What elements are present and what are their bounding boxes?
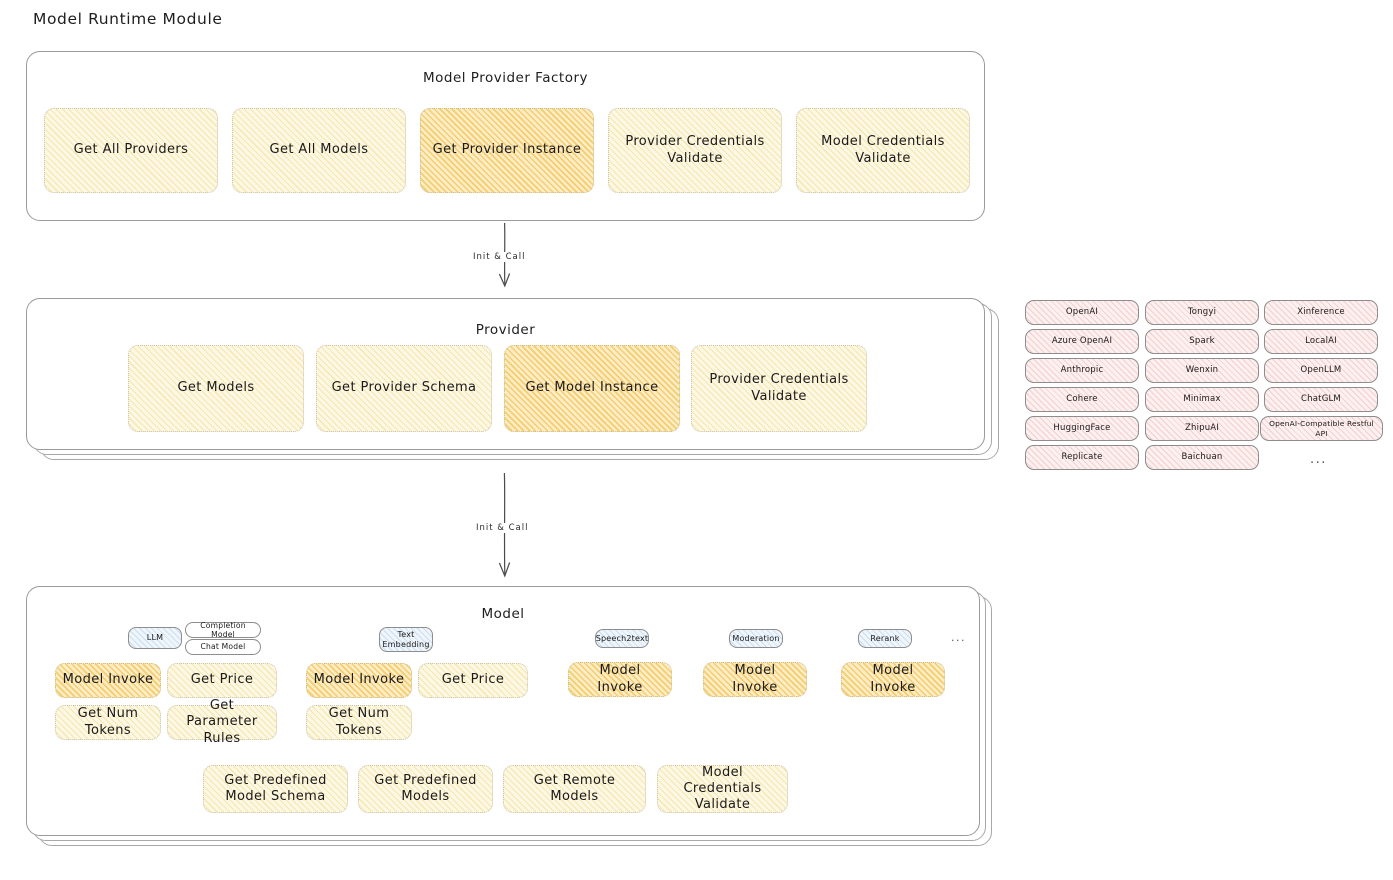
provider-chip-azure-openai[interactable]: Azure OpenAI: [1025, 329, 1139, 354]
model-op-moderation-model-invoke[interactable]: Model Invoke: [703, 662, 807, 697]
provider-chip-baichuan[interactable]: Baichuan: [1145, 445, 1259, 470]
provider-chip-zhipuai[interactable]: ZhipuAI: [1145, 416, 1259, 441]
model-op-embedding-get-price[interactable]: Get Price: [418, 663, 528, 698]
provider-chip-openllm[interactable]: OpenLLM: [1264, 358, 1378, 383]
model-type-badge-text-embedding[interactable]: Text Embedding: [379, 627, 433, 652]
model-op-embedding-model-invoke[interactable]: Model Invoke: [306, 663, 412, 698]
provider-box-get-model-instance[interactable]: Get Model Instance: [504, 345, 680, 432]
model-op-embedding-get-num-tokens[interactable]: Get Num Tokens: [306, 705, 412, 740]
arrow-provider-to-model: [498, 472, 511, 578]
model-op-llm-get-num-tokens[interactable]: Get Num Tokens: [55, 705, 161, 740]
provider-chip-openai-compatible-restful-api[interactable]: OpenAI-Compatible Restful API: [1260, 416, 1383, 441]
model-common-op-model-credentials-validate[interactable]: Model Credentials Validate: [657, 765, 788, 813]
provider-box-provider-credentials-validate[interactable]: Provider Credentials Validate: [691, 345, 867, 432]
factory-box-model-credentials-validate[interactable]: Model Credentials Validate: [796, 108, 970, 193]
provider-chip-tongyi[interactable]: Tongyi: [1145, 300, 1259, 325]
model-common-op-get-predefined-models[interactable]: Get Predefined Models: [358, 765, 493, 813]
model-type-badge-moderation[interactable]: Moderation: [729, 629, 783, 648]
model-op-speech2text-model-invoke[interactable]: Model Invoke: [568, 662, 672, 697]
provider-chip-spark[interactable]: Spark: [1145, 329, 1259, 354]
provider-chip-huggingface[interactable]: HuggingFace: [1025, 416, 1139, 441]
model-type-badge-speech2text[interactable]: Speech2text: [595, 629, 649, 648]
provider-chip-chatglm[interactable]: ChatGLM: [1264, 387, 1378, 412]
model-subbadge-completion-model[interactable]: Completion Model: [185, 621, 261, 639]
model-op-rerank-model-invoke[interactable]: Model Invoke: [841, 662, 945, 697]
factory-box-provider-credentials-validate[interactable]: Provider Credentials Validate: [608, 108, 782, 193]
provider-box-get-models[interactable]: Get Models: [128, 345, 304, 432]
model-op-llm-get-parameter-rules[interactable]: Get Parameter Rules: [167, 698, 277, 746]
factory-box-get-all-models[interactable]: Get All Models: [232, 108, 406, 193]
provider-chip-anthropic[interactable]: Anthropic: [1025, 358, 1139, 383]
factory-box-get-provider-instance[interactable]: Get Provider Instance: [420, 108, 594, 193]
provider-box-get-provider-schema[interactable]: Get Provider Schema: [316, 345, 492, 432]
model-subbadge-chat-model[interactable]: Chat Model: [185, 639, 261, 655]
provider-chip-cohere[interactable]: Cohere: [1025, 387, 1139, 412]
factory-box-get-all-providers[interactable]: Get All Providers: [44, 108, 218, 193]
provider-chip-wenxin[interactable]: Wenxin: [1145, 358, 1259, 383]
provider-chip-openai[interactable]: OpenAI: [1025, 300, 1139, 325]
model-common-op-get-predefined-model-schema[interactable]: Get Predefined Model Schema: [203, 765, 348, 813]
model-types-more: ...: [951, 631, 966, 644]
model-op-llm-get-price[interactable]: Get Price: [167, 663, 277, 698]
provider-title: Provider: [475, 322, 536, 338]
provider-list-more: ...: [1310, 452, 1327, 467]
model-type-badge-rerank[interactable]: Rerank: [858, 629, 912, 648]
provider-chip-localai[interactable]: LocalAI: [1264, 329, 1378, 354]
arrow-label-init-call-1: Init & Call: [470, 252, 529, 262]
model-provider-factory-title: Model Provider Factory: [422, 70, 588, 86]
provider-chip-xinference[interactable]: Xinference: [1264, 300, 1378, 325]
provider-chip-minimax[interactable]: Minimax: [1145, 387, 1259, 412]
model-op-llm-model-invoke[interactable]: Model Invoke: [55, 663, 161, 698]
model-title: Model: [481, 606, 525, 622]
provider-chip-replicate[interactable]: Replicate: [1025, 445, 1139, 470]
model-type-badge-llm[interactable]: LLM: [128, 627, 182, 649]
model-common-op-get-remote-models[interactable]: Get Remote Models: [503, 765, 646, 813]
page-title: Model Runtime Module: [33, 10, 223, 28]
arrow-label-init-call-2: Init & Call: [473, 523, 532, 533]
